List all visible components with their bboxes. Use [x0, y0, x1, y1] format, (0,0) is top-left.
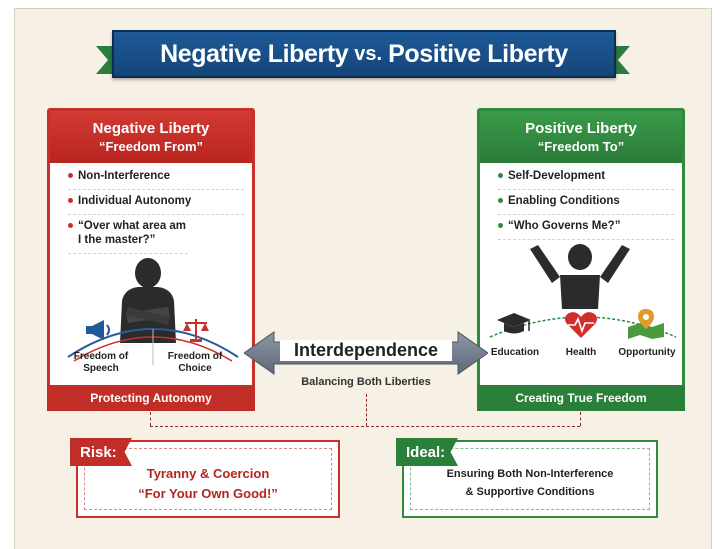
- negative-panel-header: Negative Liberty “Freedom From”: [50, 111, 252, 163]
- balancing-label: Balancing Both Liberties: [301, 376, 431, 388]
- title-negative: Negative Liberty: [160, 39, 349, 68]
- list-item: “Over what area am I the master?”: [68, 219, 188, 254]
- positive-subheading: “Freedom To”: [537, 138, 625, 154]
- negative-liberty-panel: Negative Liberty “Freedom From” Non-Inte…: [47, 108, 255, 411]
- positive-panel-header: Positive Liberty “Freedom To”: [480, 111, 682, 163]
- heart-icon: [564, 312, 598, 338]
- list-item: “Who Governs Me?”: [498, 219, 674, 240]
- list-item: Individual Autonomy: [68, 194, 244, 215]
- negative-subheading: “Freedom From”: [98, 138, 203, 154]
- connector-right: [580, 412, 581, 426]
- list-item: Self-Development: [498, 169, 674, 190]
- negative-heading: Negative Liberty: [92, 119, 210, 137]
- ideal-box: Ideal: Ensuring Both Non-Interference & …: [396, 438, 658, 518]
- risk-line-1: Tyranny & Coercion: [146, 466, 270, 481]
- risk-box: Risk: Tyranny & Coercion “For Your Own G…: [70, 438, 340, 518]
- health-label: Health: [565, 347, 597, 358]
- positive-heading: Positive Liberty: [525, 119, 637, 137]
- map-pin-icon: [628, 309, 664, 339]
- connector-left: [150, 412, 151, 426]
- freedom-arc-decoration: [67, 328, 239, 365]
- person-arms-raised-icon: [530, 244, 630, 309]
- risk-inner-border: [84, 448, 332, 510]
- risk-line-2: “For Your Own Good!”: [138, 486, 278, 501]
- negative-footer: Protecting Autonomy: [47, 385, 255, 411]
- list-item: Enabling Conditions: [498, 194, 674, 215]
- freedom-of-speech-label: Freedom of Speech: [73, 351, 129, 374]
- scales-icon: [183, 319, 209, 342]
- negative-bullet-list: Non-Interference Individual Autonomy “Ov…: [68, 169, 244, 258]
- connector-horizontal: [150, 426, 580, 427]
- positive-footer: Creating True Freedom: [477, 385, 685, 411]
- ideal-tag: Ideal:: [396, 438, 458, 466]
- risk-tag: Risk:: [70, 438, 132, 466]
- positive-bullet-list: Self-Development Enabling Conditions “Wh…: [498, 169, 674, 244]
- megaphone-icon: [86, 320, 110, 340]
- ideal-line-1: Ensuring Both Non-Interference: [446, 468, 614, 480]
- title-banner: Negative Liberty vs. Positive Liberty: [112, 30, 616, 78]
- education-label: Education: [490, 347, 540, 358]
- connector-center: [366, 394, 367, 426]
- ideal-line-2: & Supportive Conditions: [465, 486, 595, 498]
- opportunity-label: Opportunity: [618, 347, 676, 358]
- graduation-cap-icon: [497, 313, 531, 334]
- title-positive: Positive Liberty: [388, 39, 568, 68]
- ideal-inner-border: [410, 448, 650, 510]
- positive-liberty-panel: Positive Liberty “Freedom To” Self-Devel…: [477, 108, 685, 411]
- interdependence-label: Interdependence: [280, 340, 452, 361]
- title-vs: vs.: [354, 42, 383, 65]
- freedom-of-choice-label: Freedom of Choice: [167, 351, 223, 374]
- list-item: Non-Interference: [68, 169, 244, 190]
